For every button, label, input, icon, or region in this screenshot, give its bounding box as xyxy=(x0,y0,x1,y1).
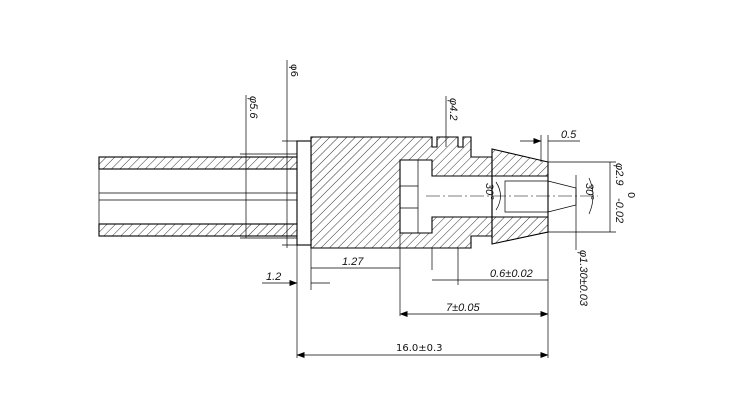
inner-bore xyxy=(432,175,548,218)
dim-d29: φ2.9 xyxy=(613,163,625,185)
housing xyxy=(296,136,493,249)
angle-arc-outer xyxy=(588,177,594,215)
dim-d6: φ6 xyxy=(288,64,299,77)
flange-step xyxy=(296,140,312,246)
dim-05: 0.5 xyxy=(561,129,577,141)
dim-d130: φ1.30±0.03 xyxy=(577,250,589,307)
tube-lower-wall xyxy=(98,223,312,237)
dim-127: 1.27 xyxy=(342,256,364,268)
dim-16: 16.0±0.3 xyxy=(396,343,443,354)
dim-12: 1.2 xyxy=(266,271,281,283)
dim-d42: φ4.2 xyxy=(447,98,459,120)
tip xyxy=(432,148,577,245)
tube-upper-wall xyxy=(98,156,312,170)
housing-section xyxy=(310,136,493,249)
dim-7: 7±0.05 xyxy=(446,302,480,314)
fiber-cone xyxy=(504,180,577,213)
angle-arc-inner xyxy=(495,181,501,211)
dim-06: 0.6±0.02 xyxy=(490,268,533,280)
dim-angle-inner: 30° xyxy=(483,183,495,200)
dim-d56: φ5.6 xyxy=(247,96,259,119)
dim-d29-tol-upper: 0 xyxy=(625,192,636,198)
lead-tube xyxy=(98,156,312,237)
dim-angle-outer: 30° xyxy=(583,183,595,200)
dim-d29-tol-lower: -0.02 xyxy=(613,198,625,223)
